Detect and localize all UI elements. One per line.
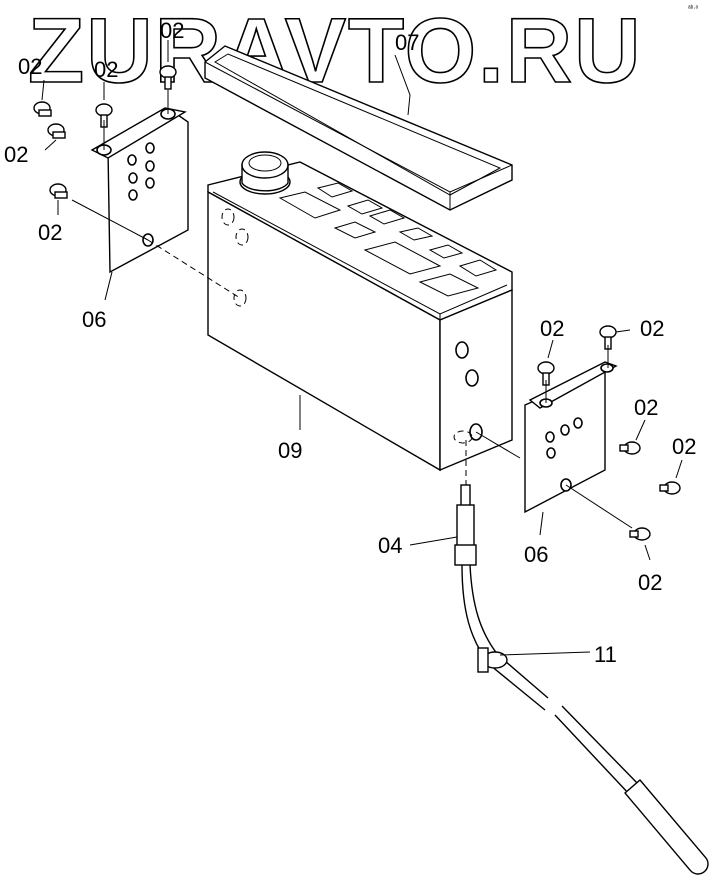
part-09-box — [207, 151, 513, 472]
label-02-i: 02 — [672, 434, 696, 459]
part-06-right-bracket — [524, 361, 618, 514]
leader-lines — [41, 40, 683, 656]
part-07-lid — [204, 45, 513, 211]
label-09: 09 — [278, 438, 302, 463]
label-06-left: 06 — [82, 307, 106, 332]
corner-mark: ᵃᵇ·ᵒ — [688, 5, 699, 12]
label-02-a: 02 — [18, 54, 42, 79]
part-labels: 02 02 02 02 02 02 02 02 02 02 07 09 06 0… — [4, 18, 696, 667]
label-02-j: 02 — [638, 570, 662, 595]
assembly-lines — [71, 90, 633, 529]
label-02-c: 02 — [160, 18, 184, 43]
watermark-text: ZURAVTO.RU — [28, 0, 643, 102]
label-02-h: 02 — [634, 395, 658, 420]
part-06-left-bracket — [90, 107, 189, 274]
label-02-f: 02 — [540, 316, 564, 341]
label-04: 04 — [378, 533, 402, 558]
label-02-e: 02 — [38, 220, 62, 245]
label-07: 07 — [395, 30, 419, 55]
label-02-g: 02 — [640, 316, 664, 341]
label-02-d: 02 — [4, 142, 28, 167]
cable — [461, 564, 709, 875]
label-06-right: 06 — [524, 542, 548, 567]
part-02-bolts — [33, 65, 681, 541]
label-02-b: 02 — [94, 57, 118, 82]
label-11: 11 — [594, 642, 617, 667]
part-11-clamp — [477, 647, 508, 673]
part-04-sensor — [454, 484, 477, 566]
